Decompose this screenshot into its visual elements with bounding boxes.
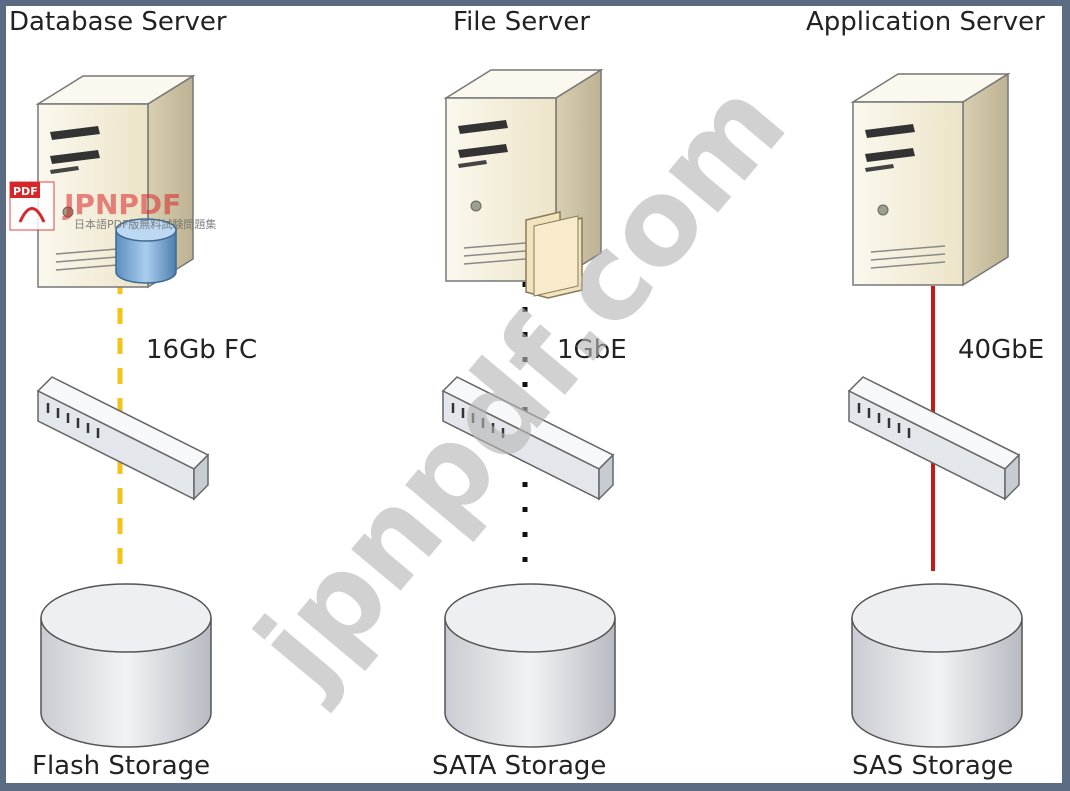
network-diagram: Database Server 16Gb FC Flash Storage Fi… [9, 7, 1045, 781]
gbe-link-label: 1GbE [557, 335, 627, 365]
file-server-column: File Server 1GbE SATA Storage [432, 7, 627, 781]
database-server-label: Database Server [9, 7, 227, 37]
logo-text: JPNPDF [62, 188, 181, 221]
folder-icon [525, 211, 583, 299]
fc-link-label: 16Gb FC [146, 335, 257, 365]
sata-storage-icon [444, 583, 616, 748]
40gbe-link-label: 40GbE [958, 335, 1044, 365]
database-server-column: Database Server 16Gb FC Flash Storage [9, 7, 257, 781]
flash-storage-icon [40, 583, 212, 748]
database-cylinder-icon [115, 218, 177, 284]
watermark-logo: PDF JPNPDF 日本語PDF版無料試験問題集 [9, 181, 216, 231]
application-server-label: Application Server [806, 7, 1045, 37]
database-switch-icon [36, 375, 210, 501]
sas-storage-icon [851, 583, 1023, 748]
sata-storage-label: SATA Storage [432, 751, 606, 781]
sas-storage-label: SAS Storage [852, 751, 1013, 781]
file-server-label: File Server [453, 7, 590, 37]
logo-badge-text: PDF [13, 185, 38, 198]
diagram-frame: Database Server 16Gb FC Flash Storage Fi… [6, 6, 1062, 783]
logo-subtitle: 日本語PDF版無料試験問題集 [74, 217, 216, 231]
application-server-icon [852, 73, 1009, 286]
application-server-column: Application Server 40GbE SAS Storage [806, 7, 1045, 781]
flash-storage-label: Flash Storage [32, 751, 210, 781]
